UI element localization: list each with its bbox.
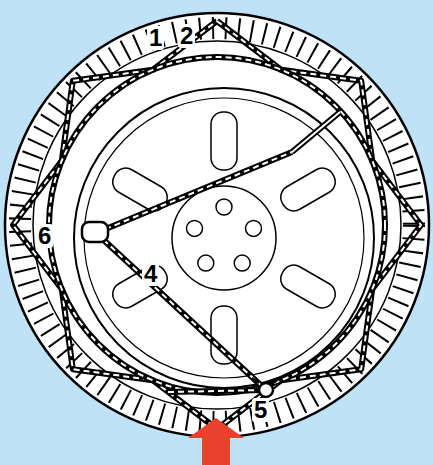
chain-hook xyxy=(259,383,273,397)
callout-number: 5 xyxy=(252,398,269,422)
callout-number: 1 xyxy=(147,26,164,50)
callout-number: 4 xyxy=(142,262,159,286)
tyre-outline xyxy=(5,13,429,437)
chain xyxy=(13,21,421,429)
wheel-rim xyxy=(74,88,374,388)
tyre-shoulder xyxy=(33,41,401,409)
wheel-rim-inner xyxy=(84,98,364,378)
callout-number: 6 xyxy=(36,224,53,248)
wheel-bolts xyxy=(187,199,262,271)
chain-hook-arms xyxy=(252,378,280,383)
wheel-hub xyxy=(172,186,276,290)
chain-tensioner xyxy=(82,222,108,242)
wheel-spokes xyxy=(108,112,339,364)
callout-number: 2 xyxy=(178,24,195,48)
direction-arrow xyxy=(188,418,244,465)
tyre-tread xyxy=(20,28,414,422)
